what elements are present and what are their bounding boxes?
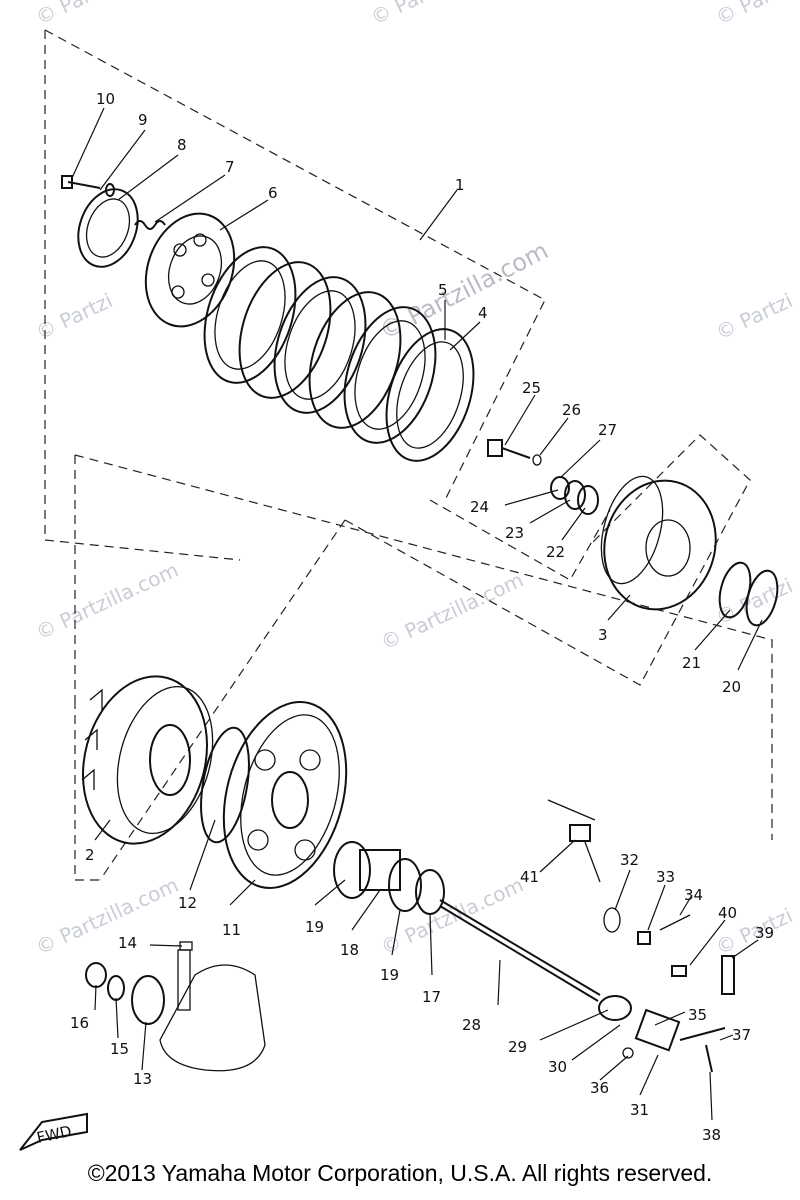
callout-16: 16: [70, 1014, 89, 1032]
hub-fasteners: [487, 439, 599, 515]
callout-17: 17: [422, 988, 441, 1006]
callout-40: 40: [718, 904, 737, 922]
callout-32: 32: [620, 851, 639, 869]
clutch-boss: [600, 475, 779, 627]
kick-idler-assembly: [85, 941, 266, 1072]
callout-30: 30: [548, 1058, 567, 1076]
callout-19b: 19: [380, 966, 399, 984]
watermark: © Partzilla.com: [32, 873, 182, 960]
callout-29: 29: [508, 1038, 527, 1056]
watermark: © Partzilla.com: [375, 236, 553, 345]
callout-8: 8: [177, 136, 187, 154]
callout-7: 7: [225, 158, 235, 176]
fwd-arrow: FWD: [19, 1112, 88, 1151]
callout-6: 6: [268, 184, 278, 202]
callout-3: 3: [598, 626, 608, 644]
leader-lines: [71, 107, 763, 1121]
callout-1: 1: [455, 176, 465, 194]
watermark: © Partzi: [712, 288, 796, 344]
push-rod: [439, 899, 601, 1002]
callout-18: 18: [340, 941, 359, 959]
push-lever-assembly: [547, 799, 735, 1073]
callout-22: 22: [546, 543, 565, 561]
callout-31: 31: [630, 1101, 649, 1119]
watermark: © Partzi: [367, 0, 451, 30]
callout-11: 11: [222, 921, 241, 939]
callout-34: 34: [684, 886, 703, 904]
callout-14: 14: [118, 934, 137, 952]
callout-35: 35: [688, 1006, 707, 1024]
callout-19: 19: [305, 918, 324, 936]
callout-26: 26: [562, 401, 581, 419]
callout-21: 21: [682, 654, 701, 672]
copyright-notice: ©2013 Yamaha Motor Corporation, U.S.A. A…: [87, 1160, 713, 1186]
callout-20: 20: [722, 678, 741, 696]
kick-gears: [333, 841, 445, 915]
callout-28: 28: [462, 1016, 481, 1034]
callout-41: 41: [520, 868, 539, 886]
callout-13: 13: [133, 1070, 152, 1088]
clutch-plates: [203, 246, 475, 462]
watermarks: © Partzi © Partzi © Partzi © Partzi © Pa…: [32, 0, 796, 960]
callout-5: 5: [438, 281, 448, 299]
callout-33: 33: [656, 868, 675, 886]
callout-25: 25: [522, 379, 541, 397]
primary-gear: [222, 701, 348, 889]
callout-37: 37: [732, 1026, 751, 1044]
callout-labels: 1 2 3 4 5 6 7 8 9 10 11 12 13 14 15 16 1…: [70, 90, 774, 1144]
callout-27: 27: [598, 421, 617, 439]
watermark: © Partzilla.com: [32, 558, 182, 645]
watermark: © Partzilla.com: [377, 568, 527, 655]
callout-12: 12: [178, 894, 197, 912]
callout-15: 15: [110, 1040, 129, 1058]
fwd-label: FWD: [35, 1122, 73, 1147]
callout-38: 38: [702, 1126, 721, 1144]
assembly-outlines: [44, 29, 773, 881]
callout-23: 23: [505, 524, 524, 542]
callout-24: 24: [470, 498, 489, 516]
clutch-housing: [81, 675, 250, 845]
callout-36: 36: [590, 1079, 609, 1097]
callout-10: 10: [96, 90, 115, 108]
callout-9: 9: [138, 111, 148, 129]
watermark: © Partzi: [32, 0, 116, 30]
watermark: © Partzi: [712, 0, 796, 30]
callout-39: 39: [755, 924, 774, 942]
callout-2: 2: [85, 846, 95, 864]
callout-4: 4: [478, 304, 488, 322]
